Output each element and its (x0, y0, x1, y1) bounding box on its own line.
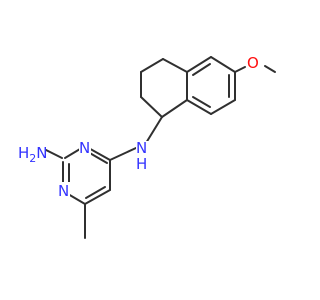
bond-nh-c1 (145, 116, 163, 144)
atom-labels: H2N N N N H O (14, 54, 260, 200)
atom-label-nh-linker-h: H (136, 155, 147, 173)
atom-label-nh-linker: N (136, 139, 147, 157)
bond-c1-c2t (140, 96, 163, 118)
bond-c2-nh2 (45, 149, 63, 159)
bond-c3t-c4t (140, 58, 164, 73)
atom-label-n-ring-2: N (79, 139, 90, 157)
bond-c4t-c4a (162, 58, 188, 73)
bond-c8a-c1 (161, 99, 188, 118)
bonds (45, 56, 276, 239)
molecule-structure: H2N N N N H O (14, 54, 276, 239)
bond-c6-n1 (67, 193, 86, 205)
bond-c5-c6-inner (85, 186, 106, 199)
bond-n3-c4-inner (87, 151, 108, 164)
bond-c8-c8a (186, 99, 212, 115)
bond-c4a-c5-inner (192, 63, 211, 76)
atom-label-n-ring-1: N (58, 182, 69, 200)
bond-c4a-c5 (186, 56, 212, 73)
bond-c4-nh (109, 147, 137, 161)
bond-c7-c8 (210, 99, 236, 115)
bond-c6-o (234, 66, 246, 73)
bond-c8-c8a-inner (192, 96, 211, 108)
atom-label-nh2: H2N (18, 144, 48, 165)
bond-o-methyl (264, 65, 276, 73)
bond-c5-c6 (210, 56, 236, 73)
bond-c5-c6 (84, 189, 111, 205)
atom-label-o-methoxy: O (247, 54, 259, 72)
